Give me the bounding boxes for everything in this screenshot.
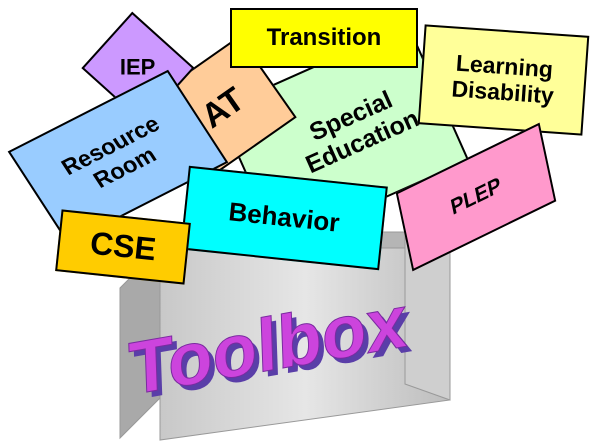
iep-label: IEP (120, 54, 156, 80)
card-transition: Transition (230, 8, 418, 68)
learning-disability-text: Learning Disability (450, 50, 557, 110)
plep-label: PLEP (448, 173, 504, 221)
cse-label: CSE (88, 224, 158, 268)
transition-label: Transition (266, 23, 382, 51)
resource-room-text: Resource Room (57, 111, 179, 202)
card-learning-disability: Learning Disability (417, 24, 590, 136)
learning-disability-line2: Disability (450, 75, 555, 109)
special-education-text: Special Education (290, 79, 424, 180)
behavior-label: Behavior (227, 196, 341, 239)
